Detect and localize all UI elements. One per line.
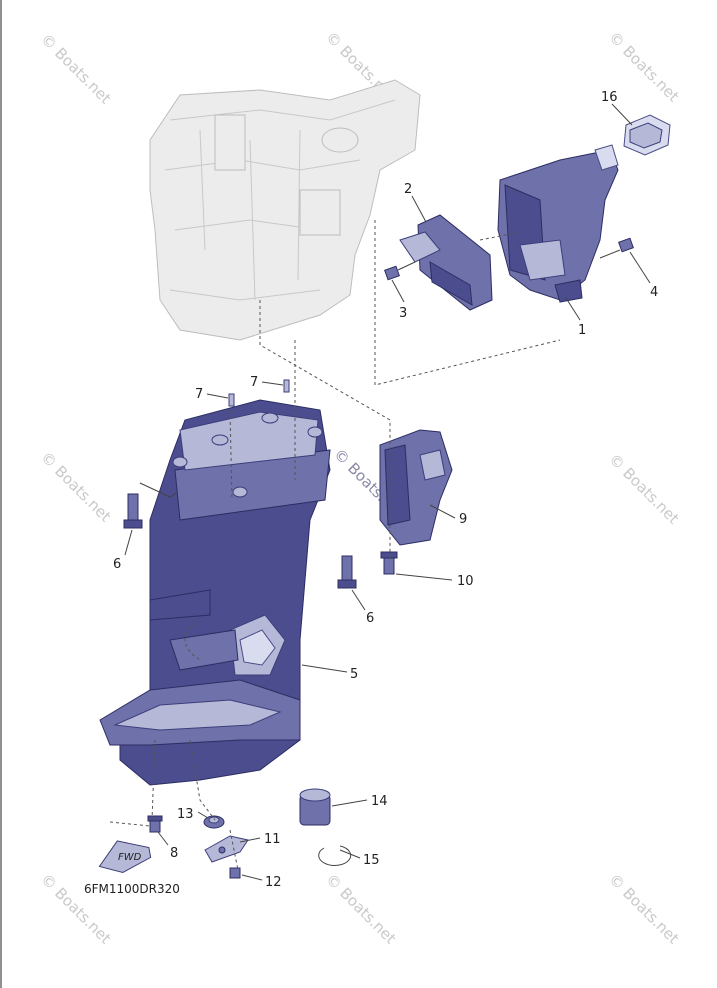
part-13-washer bbox=[203, 815, 225, 829]
part-labels: 16 2 3 4 1 7 7 9 6 10 6 5 14 13 11 8 15 … bbox=[113, 90, 658, 890]
part-16-grommet bbox=[623, 114, 671, 156]
part-label-2: 2 bbox=[404, 182, 412, 197]
part-label-9: 9 bbox=[459, 512, 467, 527]
part-3-bolt bbox=[384, 261, 416, 281]
part-15-ring bbox=[318, 845, 352, 866]
part-label-14: 14 bbox=[371, 794, 388, 809]
part-8-bolt bbox=[147, 815, 163, 833]
part-label-11: 11 bbox=[264, 832, 281, 847]
part-7-pins bbox=[228, 379, 290, 407]
part-6-bolts bbox=[123, 493, 357, 589]
part-label-6a: 6 bbox=[113, 557, 121, 572]
diagram-code: 6FM1100DR320 bbox=[84, 882, 180, 896]
part-label-1: 1 bbox=[578, 323, 586, 338]
part-label-12: 12 bbox=[265, 875, 282, 890]
part-4-bolt bbox=[599, 237, 634, 259]
part-label-7a: 7 bbox=[195, 387, 203, 402]
part-label-6b: 6 bbox=[366, 611, 374, 626]
part-label-13: 13 bbox=[177, 807, 194, 822]
watermark: © Boats.net bbox=[605, 450, 683, 528]
part-label-7b: 7 bbox=[250, 375, 258, 390]
upper-casing-reference bbox=[149, 79, 421, 341]
leader-lines bbox=[124, 103, 651, 881]
part-10-bolt bbox=[380, 551, 398, 575]
part-label-4: 4 bbox=[650, 285, 658, 300]
part-14-bushing bbox=[299, 788, 331, 826]
fwd-label: FWD bbox=[118, 852, 142, 863]
watermark: © Boats.net bbox=[37, 30, 115, 108]
part-11-plate bbox=[204, 835, 249, 863]
part-12-bolt bbox=[229, 867, 241, 879]
watermark: © Boats.net bbox=[605, 870, 683, 948]
part-label-8: 8 bbox=[170, 846, 178, 861]
part-label-3: 3 bbox=[399, 306, 407, 321]
part-label-10: 10 bbox=[457, 574, 474, 589]
watermark: © Boats.net bbox=[322, 870, 400, 948]
part-label-16: 16 bbox=[601, 90, 618, 105]
assembly-lines bbox=[109, 220, 561, 871]
watermark: © Boats.net bbox=[37, 448, 115, 526]
part-label-15: 15 bbox=[363, 853, 380, 868]
part-1-bracket bbox=[497, 144, 619, 303]
part-5-casing bbox=[99, 399, 331, 786]
part-9-bracket bbox=[379, 429, 453, 546]
part-2-plate bbox=[399, 214, 493, 311]
part-label-5: 5 bbox=[350, 667, 358, 682]
fwd-arrow: FWD bbox=[98, 840, 152, 873]
